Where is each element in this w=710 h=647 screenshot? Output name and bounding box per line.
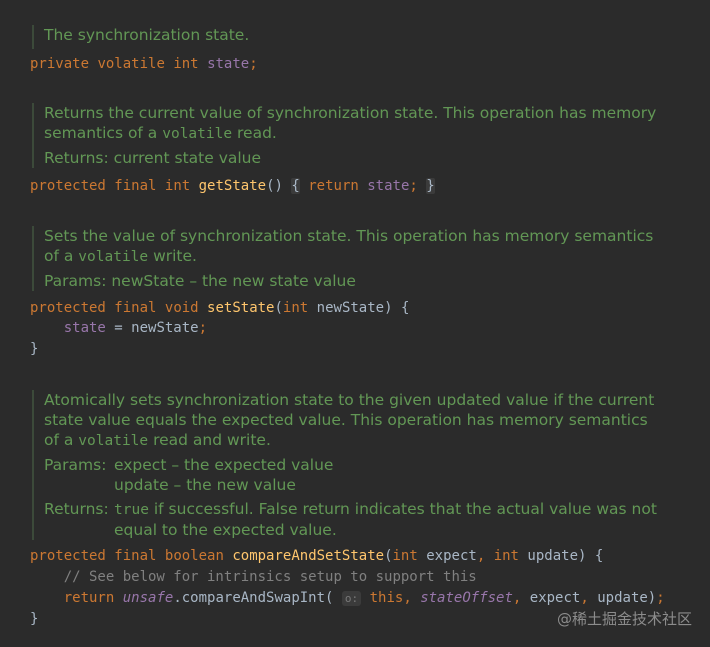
doc-text: semantics of a <box>44 124 163 142</box>
keyword: return <box>63 590 115 606</box>
set-state-body: state = newState; <box>30 320 207 336</box>
doc-line: of a volatile read and write. <box>44 430 657 451</box>
javadoc-set-state: Sets the value of synchronization state.… <box>32 226 653 291</box>
returns-text: current state value <box>113 149 262 167</box>
assignment: = newState <box>105 320 199 336</box>
doc-returns: equal to the expected value. <box>44 520 657 540</box>
doc-text: of a <box>44 431 79 449</box>
keyword: volatile <box>97 56 165 72</box>
doc-line: of a volatile write. <box>44 246 653 267</box>
param-name: expect <box>426 548 477 564</box>
field-name: state <box>207 56 250 72</box>
doc-text: write. <box>148 247 197 265</box>
returns-label: Returns: <box>44 500 109 518</box>
javadoc-synchronization-state: The synchronization state. <box>32 25 249 49</box>
keyword: private <box>30 56 90 72</box>
fold-open-brace[interactable]: { <box>291 178 300 194</box>
doc-returns: Returns: current state value <box>44 148 656 168</box>
parameter-hint: o: <box>341 591 362 606</box>
keyword: protected <box>30 178 106 194</box>
set-state-close: } <box>30 341 39 357</box>
doc-line: Sets the value of synchronization state.… <box>44 227 654 245</box>
param-text: update – the new value <box>114 476 296 494</box>
get-state-method: protected final int getState() { return … <box>30 178 435 194</box>
cas-signature: protected final boolean compareAndSetSta… <box>30 548 604 564</box>
keyword: final <box>114 548 157 564</box>
semicolon: ; <box>656 590 665 606</box>
params-label: Params: <box>44 456 107 474</box>
param-name: update <box>527 548 578 564</box>
param-text: expect – the expected value <box>114 456 334 474</box>
doc-params: update – the new value <box>44 475 657 495</box>
cas-comment: // See below for intrinsics setup to sup… <box>30 569 477 585</box>
doc-line: Returns the current value of synchroniza… <box>44 104 657 122</box>
arg: update) <box>588 590 657 606</box>
static-field: stateOffset <box>420 590 513 606</box>
doc-text: of a <box>44 247 79 265</box>
cas-return: return unsafe.compareAndSwapInt( o: this… <box>63 590 665 606</box>
keyword: int <box>173 56 199 72</box>
keyword: int <box>493 548 519 564</box>
keyword: return <box>308 178 359 194</box>
cas-close: } <box>30 611 39 627</box>
doc-line: Atomically sets synchronization state to… <box>44 391 655 409</box>
field-name: state <box>63 320 106 336</box>
state-field-declaration: private volatile int state; <box>30 56 258 72</box>
doc-params: Params: expect – the expected value <box>44 455 657 475</box>
returns-label: Returns: <box>44 149 109 167</box>
comma: , <box>476 548 486 564</box>
keyword: boolean <box>164 548 224 564</box>
method-name: getState <box>198 178 267 194</box>
method-name: compareAndSetState <box>232 548 385 564</box>
keyword: int <box>282 300 309 316</box>
returns-text: equal to the expected value. <box>114 521 337 539</box>
method-name: setState <box>207 300 275 316</box>
param-name: newState <box>316 300 385 316</box>
fold-close-brace[interactable]: } <box>426 178 435 194</box>
doc-line: state value equals the expected value. T… <box>44 411 648 429</box>
doc-code: volatile <box>78 249 149 265</box>
keyword: int <box>164 178 191 194</box>
arg: expect <box>521 590 581 606</box>
doc-line: semantics of a volatile read. <box>44 123 656 144</box>
doc-text: The synchronization state. <box>44 26 250 44</box>
watermark: @稀土掘金技术社区 <box>556 610 692 628</box>
doc-text: read and write. <box>148 431 271 449</box>
semicolon: ; <box>409 178 418 194</box>
returns-text: if successful. False return indicates th… <box>148 500 657 518</box>
params-text: newState – the new state value <box>111 272 356 290</box>
method-call: .compareAndSwapInt( <box>173 590 334 606</box>
keyword: this <box>369 590 404 606</box>
doc-params: Params: newState – the new state value <box>44 271 653 291</box>
javadoc-get-state: Returns the current value of synchroniza… <box>32 103 656 168</box>
doc-text: read. <box>232 124 277 142</box>
semicolon: ; <box>198 320 208 336</box>
keyword: protected <box>30 548 106 564</box>
doc-code: volatile <box>78 433 149 449</box>
params-label: Params: <box>44 272 107 290</box>
keyword: int <box>392 548 418 564</box>
parens: () <box>266 178 283 194</box>
doc-returns: Returns: true if successful. False return… <box>44 499 657 520</box>
keyword: final <box>114 300 157 316</box>
comment: // See below for intrinsics setup to sup… <box>63 569 477 585</box>
doc-code: volatile <box>162 126 233 142</box>
semicolon: ; <box>249 56 258 72</box>
static-field: unsafe <box>122 590 174 606</box>
keyword: protected <box>30 300 106 316</box>
keyword: void <box>164 300 199 316</box>
javadoc-compare-and-set-state: Atomically sets synchronization state to… <box>32 390 657 540</box>
set-state-signature: protected final void setState(int newSta… <box>30 300 410 316</box>
keyword: final <box>114 178 157 194</box>
field-name: state <box>367 178 410 194</box>
doc-code: true <box>114 502 149 518</box>
